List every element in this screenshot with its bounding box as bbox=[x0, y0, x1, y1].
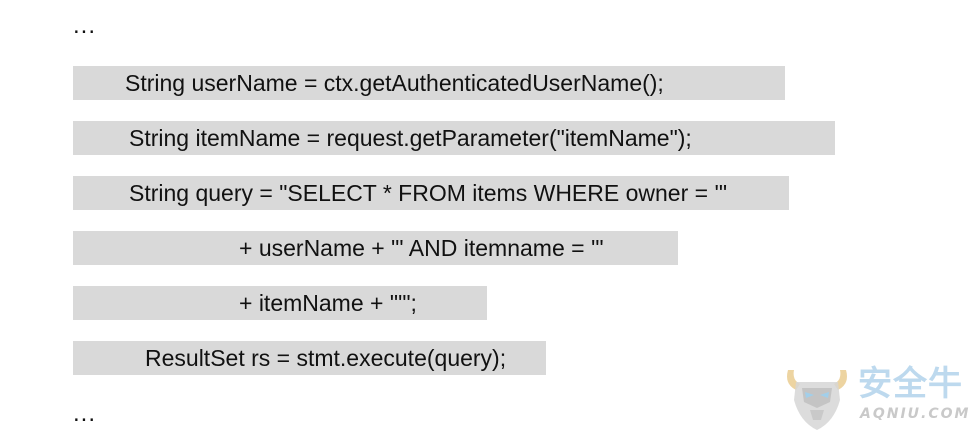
code-line-execute: ResultSet rs = stmt.execute(query); bbox=[73, 341, 546, 375]
bull-head-logo-icon bbox=[787, 370, 847, 430]
code-line-itemname: String itemName = request.getParameter("… bbox=[73, 121, 835, 155]
code-line-query-concat-itemname: + itemName + "'"; bbox=[73, 286, 487, 320]
code-line-username: String userName = ctx.getAuthenticatedUs… bbox=[73, 66, 785, 100]
ellipsis-top: ... bbox=[73, 12, 97, 39]
code-line-query-concat-username: + userName + "' AND itemname = '" bbox=[73, 231, 678, 265]
watermark-logo: 安全牛 AQNIU.COM bbox=[778, 356, 968, 434]
watermark-en-text: AQNIU.COM bbox=[860, 406, 971, 422]
watermark-cn-text: 安全牛 bbox=[858, 364, 963, 404]
code-line-query: String query = "SELECT * FROM items WHER… bbox=[73, 176, 789, 210]
ellipsis-bottom: ... bbox=[73, 400, 97, 427]
